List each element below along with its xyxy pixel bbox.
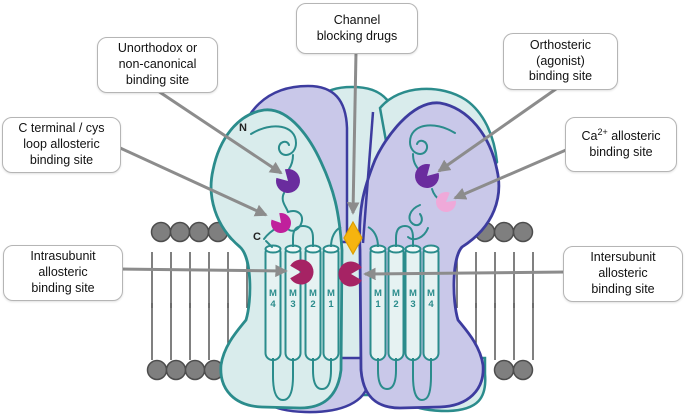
callout-line: allosteric [38, 265, 88, 280]
callout-line: Ca2+ allosteric [581, 126, 661, 143]
svg-text:M3: M3 [289, 288, 297, 310]
c-terminus-label: C [253, 231, 261, 243]
callout-line: Intrasubunit [30, 249, 96, 264]
arrow-unorthodox [157, 89, 283, 175]
arrow-intrasubunit [119, 264, 288, 278]
callout-line: binding site [589, 144, 653, 159]
callout-line: binding site [29, 152, 94, 167]
callout-line: allosteric [598, 266, 648, 281]
callout-line: Unorthodox or [117, 41, 198, 56]
callout-c-terminal-binding-site: C terminal / cys loop allosteric binding… [2, 117, 121, 173]
callout-channel-blocking-drugs: Channel blocking drugs [296, 3, 418, 54]
orthosteric-site-marker [415, 163, 440, 188]
channel-blocker-diamond [343, 220, 363, 256]
calcium-site-marker [436, 192, 456, 212]
callout-line: C terminal / cys [18, 121, 105, 136]
arrow-channel-blocking [346, 51, 360, 215]
callout-calcium-binding-site: Ca2+ allosteric binding site [565, 117, 677, 172]
n-terminus-label: N [239, 122, 247, 134]
callout-orthosteric-binding-site: Orthosteric (agonist) binding site [503, 33, 618, 90]
intersubunit-site-marker [338, 261, 362, 287]
c-terminal-site-marker [271, 213, 291, 233]
callout-line: binding site [31, 280, 95, 295]
helix-loops-left [272, 224, 342, 402]
callout-line: Intersubunit [590, 250, 656, 265]
svg-text:M4: M4 [427, 288, 435, 310]
helix-loops-right [367, 224, 432, 402]
peptide-squiggle-left [250, 125, 304, 248]
callout-intrasubunit-binding-site: Intrasubunit allosteric binding site [3, 245, 123, 301]
callout-line: Orthosteric [529, 37, 592, 52]
svg-text:M1: M1 [327, 288, 335, 310]
svg-text:M2: M2 [309, 288, 317, 310]
callout-unorthodox-binding-site: Unorthodox or non-canonical binding site [97, 37, 218, 93]
channel-wall-inner-right [361, 111, 375, 244]
superscript: 2+ [597, 126, 608, 137]
callout-line: binding site [125, 72, 190, 87]
svg-text:M4: M4 [269, 288, 277, 310]
intrasubunit-site-marker [290, 259, 314, 285]
arrow-intersubunit [363, 267, 567, 281]
callout-line: binding site [528, 69, 593, 84]
callout-intersubunit-binding-site: Intersubunit allosteric binding site [563, 246, 683, 302]
callout-line: binding site [591, 281, 655, 296]
callout-line: Channel [333, 12, 381, 27]
callout-line: non-canonical [118, 57, 197, 72]
callout-line: (agonist) [536, 53, 585, 68]
callout-line: blocking drugs [316, 28, 398, 43]
svg-text:M1: M1 [374, 288, 382, 310]
arrow-orthosteric [437, 87, 557, 173]
svg-text:M2: M2 [392, 288, 400, 310]
unorthodox-site-marker [275, 168, 300, 193]
callout-arrows [117, 51, 567, 281]
arrow-c-terminal [117, 145, 268, 217]
arrow-calcium [453, 148, 567, 200]
svg-text:M3: M3 [409, 288, 417, 310]
callout-line: loop allosteric [23, 137, 100, 152]
